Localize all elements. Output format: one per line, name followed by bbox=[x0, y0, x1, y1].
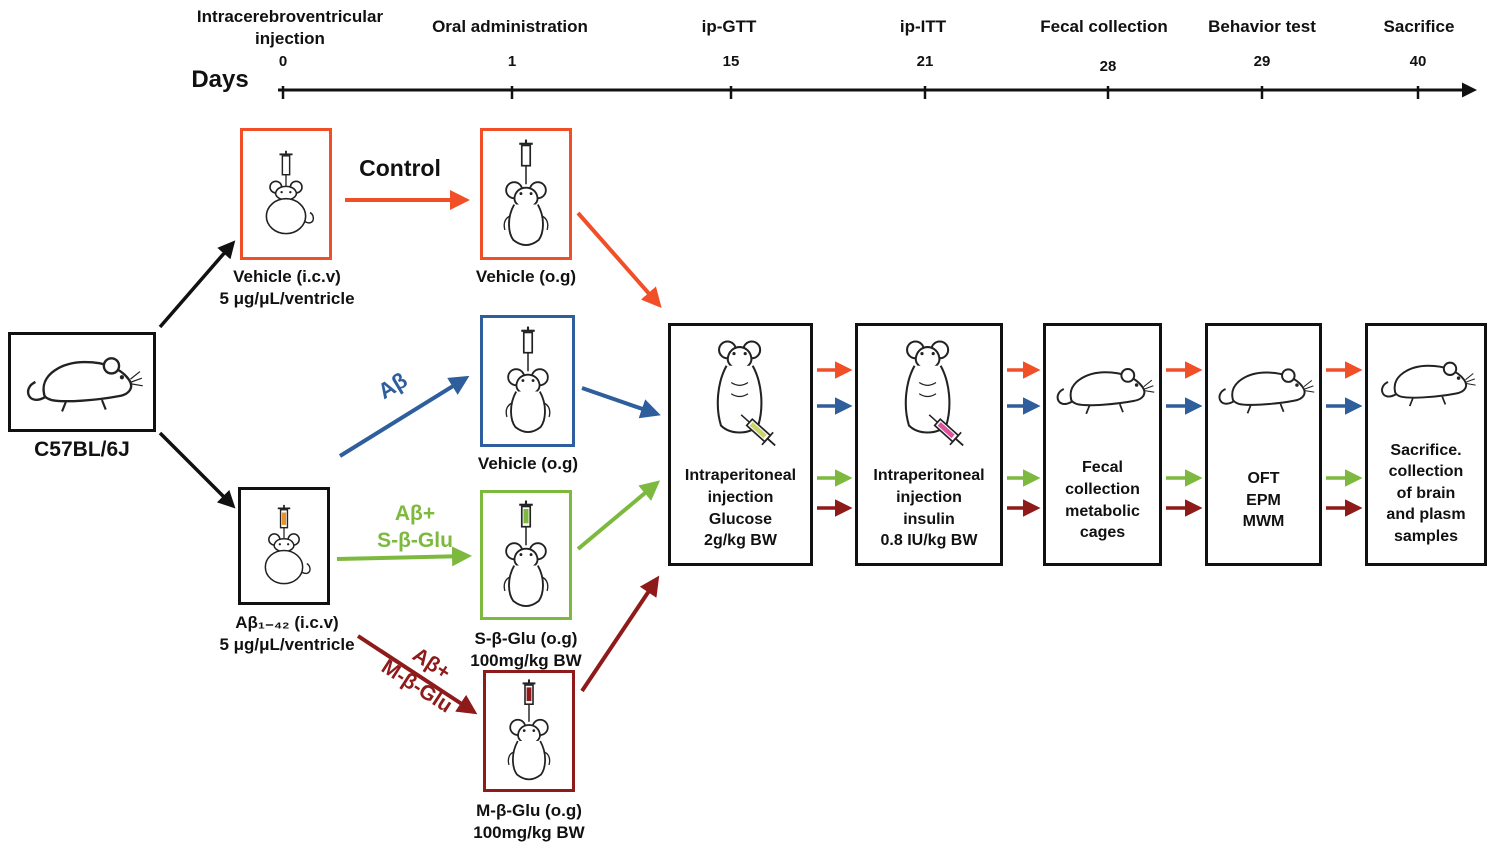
ipgtt-mouse-icon bbox=[692, 334, 790, 460]
stage-sacrifice-text: Sacrifice. collection of brain and plasm… bbox=[1386, 441, 1466, 545]
abeta-arrow-label: Aβ bbox=[373, 367, 412, 404]
stage-ipgtt-box: Intraperitoneal injection Glucose 2g/kg … bbox=[668, 323, 813, 566]
arrow-mbglu-to-ipgtt bbox=[580, 575, 660, 693]
timeline-event-label-behavior: Behavior test bbox=[1208, 17, 1316, 36]
arrows-ipgtt-to-ipitt bbox=[817, 361, 853, 517]
timeline-day-21: 21 bbox=[916, 53, 934, 70]
og-sbglu-gavage-mouse-icon bbox=[488, 495, 564, 615]
og-abeta-box bbox=[480, 315, 575, 447]
strain-label: C57BL/6J bbox=[34, 438, 130, 461]
og-control-label: Vehicle (o.g) bbox=[475, 267, 577, 286]
stage-sacrifice-box: Sacrifice. collection of brain and plasm… bbox=[1365, 323, 1487, 566]
strain-mouse-icon bbox=[18, 344, 146, 420]
icv-abeta-box bbox=[238, 487, 330, 605]
days-label: Days bbox=[191, 66, 249, 93]
arrow-sbglu-to-ipgtt bbox=[576, 480, 661, 551]
arrow-sbglu-group bbox=[336, 546, 472, 567]
timeline-event-label-icv: Intracerebroventricular injection bbox=[196, 7, 384, 49]
arrows-fecal-to-behavior bbox=[1166, 361, 1203, 517]
arrow-strain-to-abeta-icv bbox=[158, 431, 236, 509]
timeline-day-29: 29 bbox=[1253, 53, 1271, 70]
timeline-day-40: 40 bbox=[1409, 53, 1427, 70]
stage-fecal-box: Fecal collection metabolic cages bbox=[1043, 323, 1162, 566]
icv-vehicle-label: Vehicle (i.c.v) 5 μg/μL/ventricle bbox=[219, 267, 355, 309]
og-mbglu-box bbox=[483, 670, 575, 792]
og-abeta-label: Vehicle (o.g) bbox=[477, 454, 579, 473]
timeline-event-label-fecal: Fecal collection bbox=[1040, 17, 1168, 36]
fecal-mouse-icon bbox=[1051, 334, 1155, 444]
timeline-day-15: 15 bbox=[722, 53, 740, 70]
stage-ipitt-box: Intraperitoneal injection insulin 0.8 IU… bbox=[855, 323, 1003, 566]
og-control-gavage-mouse-icon bbox=[488, 133, 564, 255]
timeline-event-label-sacrifice: Sacrifice bbox=[1383, 17, 1455, 36]
timeline-ticks bbox=[281, 86, 1420, 99]
og-sbglu-label: S-β-Glu (o.g) 100mg/kg BW bbox=[470, 629, 582, 671]
icv-abeta-label: Aβ₁₋₄₂ (i.c.v) 5 μg/μL/ventricle bbox=[219, 613, 355, 655]
stage-behavior-text: OFT EPM MWM bbox=[1242, 470, 1285, 531]
icv-vehicle-mouse-icon bbox=[246, 137, 326, 251]
control-arrow-label: Control bbox=[359, 155, 441, 181]
timeline-event-label-oral: Oral administration bbox=[432, 17, 588, 36]
stage-behavior-box: OFT EPM MWM bbox=[1205, 323, 1322, 566]
arrow-abeta-to-ipgtt bbox=[581, 386, 661, 419]
strain-box bbox=[8, 332, 156, 432]
ipitt-mouse-icon bbox=[880, 334, 978, 460]
stage-fecal-text: Fecal collection metabolic cages bbox=[1065, 459, 1140, 542]
arrows-behavior-to-sacrifice bbox=[1326, 361, 1363, 517]
timeline-event-label-ipgtt: ip-GTT bbox=[701, 17, 757, 36]
behavior-mouse-icon bbox=[1213, 334, 1315, 444]
icv-vehicle-box bbox=[240, 128, 332, 260]
timeline-event-label-ipitt: ip-ITT bbox=[899, 17, 947, 36]
og-mbglu-gavage-mouse-icon bbox=[493, 674, 565, 788]
og-abeta-gavage-mouse-icon bbox=[490, 320, 566, 442]
timeline-day-1: 1 bbox=[507, 53, 517, 70]
timeline-day-28: 28 bbox=[1099, 58, 1117, 75]
og-mbglu-label: M-β-Glu (o.g) 100mg/kg BW bbox=[473, 801, 585, 843]
og-sbglu-box bbox=[480, 490, 572, 620]
stage-ipgtt-text: Intraperitoneal injection Glucose 2g/kg … bbox=[684, 467, 797, 550]
og-control-box bbox=[480, 128, 572, 260]
sacrifice-mouse-icon bbox=[1374, 334, 1478, 430]
arrow-control-to-ipgtt bbox=[576, 211, 662, 309]
mbglu-arrow-label: Aβ+ M-β-Glu bbox=[377, 643, 457, 718]
sbglu-arrow-label: Aβ+ S-β-Glu bbox=[377, 502, 453, 553]
stage-ipitt-text: Intraperitoneal injection insulin 0.8 IU… bbox=[873, 467, 985, 550]
arrows-ipitt-to-fecal bbox=[1007, 361, 1041, 517]
icv-abeta-mouse-icon bbox=[246, 493, 322, 599]
timeline-day-0: 0 bbox=[278, 53, 288, 70]
